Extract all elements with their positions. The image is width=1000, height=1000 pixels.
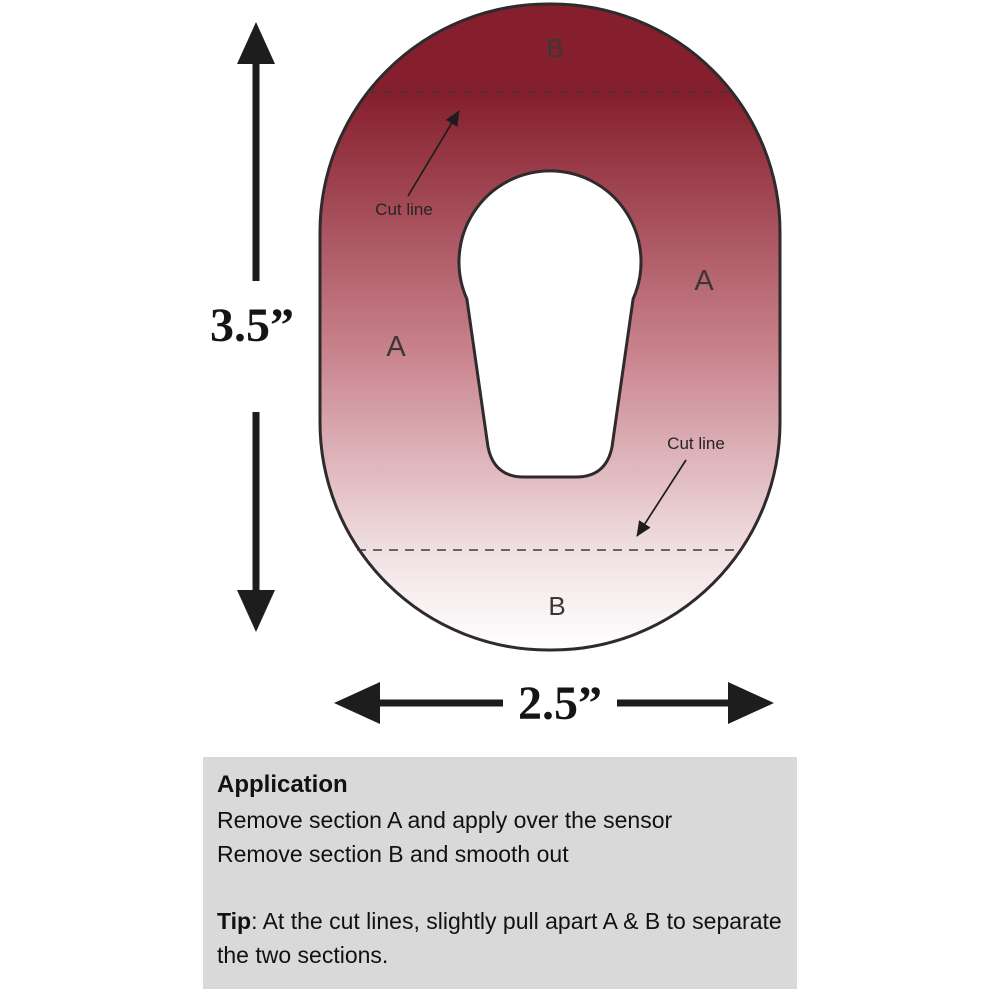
instruction-tip: Tip: At the cut lines, slightly pull apa…: [217, 904, 783, 972]
instruction-line-2: Remove section B and smooth out: [217, 840, 569, 867]
panel-spacer: [217, 871, 783, 904]
tip-label: Tip: [217, 907, 252, 934]
height-dimension-arrow: 3.5”: [210, 22, 294, 632]
patch-diagram: B A A B Cut line Cut line 3.5” 2.5”: [210, 2, 782, 730]
tip-text: : At the cut lines, slightly pull apart …: [217, 907, 782, 968]
cut-line-bottom-label: Cut line: [667, 434, 725, 453]
arrow-left-icon: [334, 682, 380, 724]
section-b-top-label: B: [546, 33, 563, 63]
arrow-down-icon: [237, 590, 275, 632]
cut-line-bottom-arrow: [636, 459, 687, 537]
application-instructions-panel: Application Remove section A and apply o…: [203, 757, 797, 989]
height-dimension-value: 3.5”: [210, 299, 294, 352]
section-a-right-label: A: [694, 265, 714, 297]
instructions-title: Application: [217, 771, 348, 798]
arrow-up-icon: [237, 22, 275, 64]
section-a-left-label: A: [386, 331, 406, 363]
width-dimension-arrow: 2.5”: [334, 677, 774, 730]
width-dimension-value: 2.5”: [518, 677, 602, 730]
instruction-line-1: Remove section A and apply over the sens…: [217, 806, 673, 833]
section-b-bottom-label: B: [548, 591, 565, 621]
arrow-right-icon: [728, 682, 774, 724]
cut-line-top-arrow: [407, 110, 460, 197]
keyhole-cutout: [457, 169, 643, 479]
cut-line-top-label: Cut line: [375, 200, 433, 219]
